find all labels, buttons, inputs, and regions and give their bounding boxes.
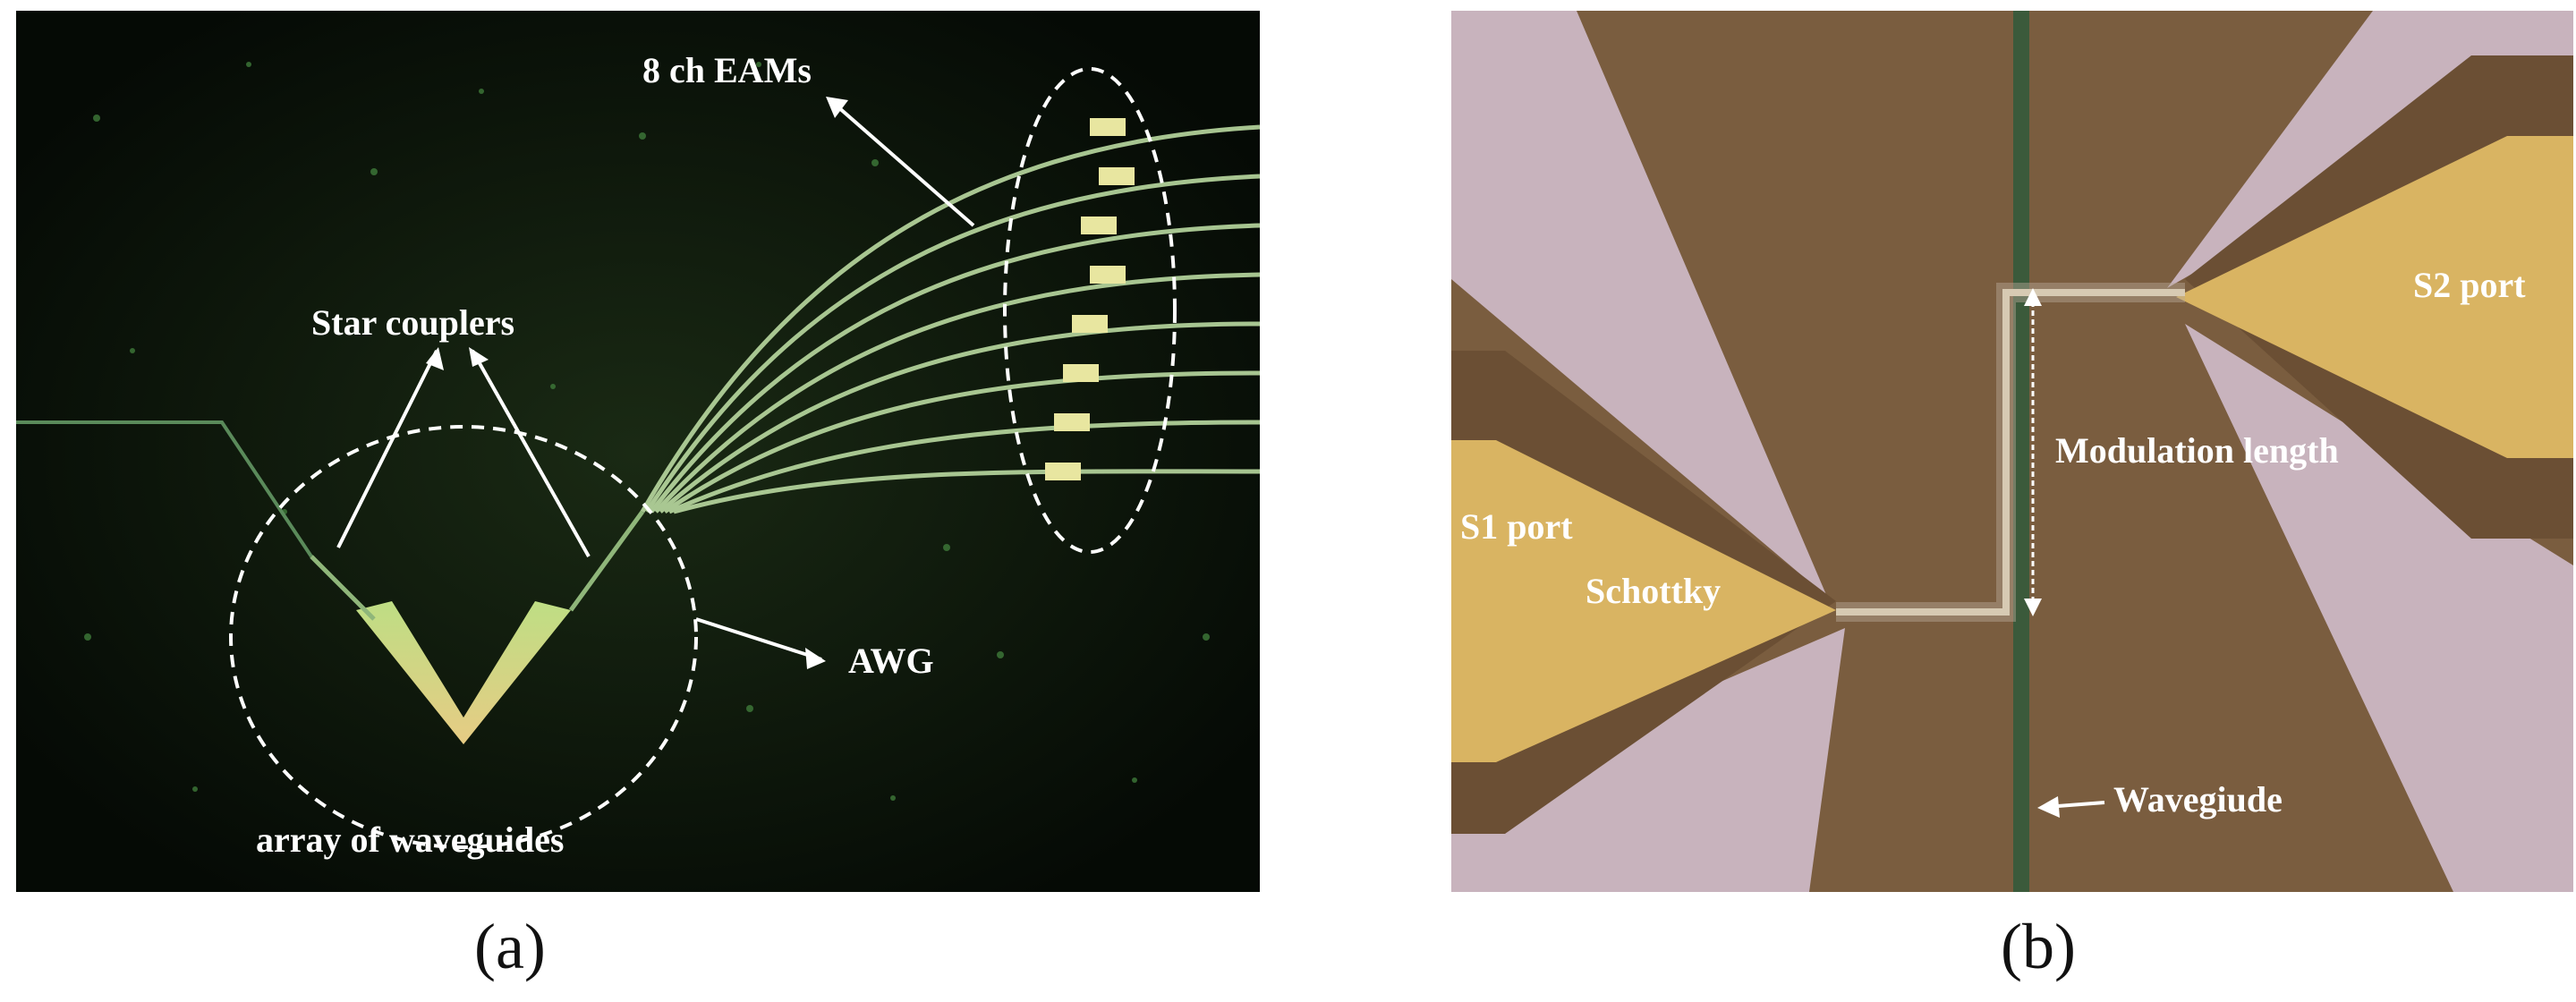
output-waveguides bbox=[640, 124, 1260, 514]
star-coupler-left-link bbox=[310, 555, 376, 621]
s2-port-pad bbox=[2176, 136, 2573, 458]
caption-b: (b) bbox=[2001, 911, 2076, 982]
label-star-couplers: Star couplers bbox=[311, 302, 514, 343]
label-awg: AWG bbox=[848, 641, 934, 681]
photo-b-illustration: S1 port Schottky Modulation length S2 po… bbox=[1451, 11, 2573, 892]
label-waveguide: Wavegiude bbox=[2113, 779, 2283, 819]
waveguide-line bbox=[2013, 11, 2029, 892]
awg-outline-circle bbox=[229, 425, 698, 849]
modulation-arrow-head-bottom bbox=[2024, 599, 2042, 616]
photo-panel-a: 8 ch EAMs Star couplers AWG array of wav… bbox=[16, 11, 1260, 892]
photo-panel-b: S1 port Schottky Modulation length S2 po… bbox=[1451, 11, 2573, 892]
label-schottky: Schottky bbox=[1586, 571, 1721, 611]
arrow-heads-a bbox=[426, 97, 848, 669]
star-coupler-right-link bbox=[568, 510, 645, 612]
label-s2-port: S2 port bbox=[2413, 265, 2526, 305]
eam-outline-ellipse bbox=[1003, 67, 1177, 554]
annotation-arrows-a bbox=[336, 98, 975, 661]
eam-electrodes bbox=[1045, 118, 1135, 480]
modulation-arrow-head-top bbox=[2024, 288, 2042, 306]
input-waveguide bbox=[16, 420, 313, 558]
photo-a-background bbox=[16, 11, 1260, 892]
s1-port-pad bbox=[1451, 440, 1836, 762]
label-s1-port: S1 port bbox=[1460, 506, 1573, 547]
electrode-trace-halo bbox=[1836, 283, 2185, 622]
label-array-of-waveguides: array of waveguides bbox=[256, 819, 564, 860]
caption-a: (a) bbox=[474, 911, 546, 982]
label-modulation-length: Modulation length bbox=[2055, 430, 2339, 471]
photo-a-illustration: 8 ch EAMs Star couplers AWG array of wav… bbox=[16, 11, 1260, 892]
waveguide-arrow-head bbox=[2037, 796, 2060, 818]
label-8ch-eams: 8 ch EAMs bbox=[642, 50, 812, 90]
awg-array-shape bbox=[356, 601, 571, 744]
electrode-trace bbox=[1836, 289, 2185, 616]
speckle-dots bbox=[84, 62, 1210, 801]
